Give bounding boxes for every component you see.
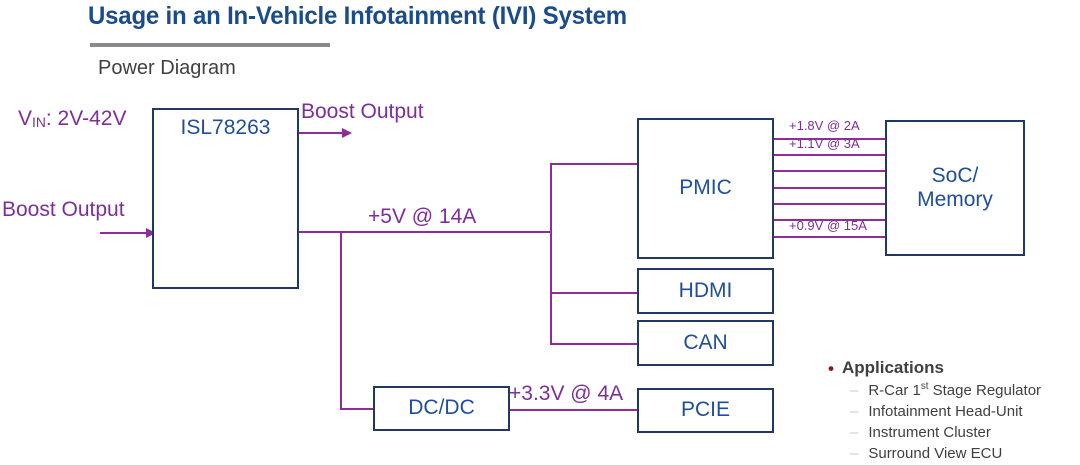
- wire-dcdc-to-pcie: [509, 409, 640, 411]
- applications-heading: • Applications: [828, 358, 1078, 378]
- block-hdmi[interactable]: HDMI: [637, 268, 774, 314]
- label-soc-rail-0v9: +0.9V @ 15A: [789, 218, 867, 233]
- applications-list: • Applications – R-Car 1st Stage Regulat…: [828, 358, 1078, 462]
- block-dcdc[interactable]: DC/DC: [373, 386, 510, 431]
- wire-soc-rail-4: [773, 187, 887, 189]
- wire-soc-rail-7: [773, 236, 887, 238]
- dash-icon: –: [850, 445, 859, 462]
- block-hdmi-label: HDMI: [678, 278, 733, 302]
- dash-icon: –: [850, 424, 859, 441]
- wire-bus-to-pmic: [550, 163, 639, 165]
- label-boost-output-output: Boost Output: [301, 100, 424, 123]
- label-soc-rail-1v8: +1.8V @ 2A: [789, 118, 860, 133]
- wire-5v-main: [298, 231, 552, 233]
- label-vin-subscript: IN: [32, 114, 46, 130]
- block-can-label: CAN: [683, 330, 728, 354]
- label-vin: VIN: 2V-42V: [18, 107, 126, 131]
- applications-item-text: R-Car 1st Stage Regulator: [868, 381, 1042, 399]
- wire-dcdc-input: [340, 408, 375, 410]
- wire-5v-to-dcdc: [340, 231, 342, 409]
- wire-boost-output: [298, 132, 344, 134]
- applications-item: – Surround View ECU: [850, 444, 1078, 462]
- label-vin-value: : 2V-42V: [45, 107, 127, 130]
- label-rail-3v3: +3.3V @ 4A: [509, 382, 624, 405]
- block-pcie[interactable]: PCIE: [637, 388, 774, 433]
- dash-icon: –: [850, 403, 859, 420]
- applications-heading-label: Applications: [841, 358, 944, 377]
- wire-boost-input: [100, 232, 148, 234]
- arrow-boost-input-icon: [146, 228, 156, 238]
- wire-bus-to-hdmi: [550, 292, 639, 294]
- block-pcie-label: PCIE: [680, 398, 730, 422]
- block-pmic-label: PMIC: [679, 176, 732, 200]
- applications-item-text: Instrument Cluster: [868, 424, 991, 441]
- label-boost-output-input: Boost Output: [2, 198, 125, 221]
- block-pmic[interactable]: PMIC: [637, 118, 774, 259]
- block-soc-memory[interactable]: SoC/ Memory: [885, 120, 1025, 256]
- block-isl78263-label: ISL78263: [180, 116, 271, 139]
- block-isl78263[interactable]: ISL78263: [152, 108, 299, 289]
- block-soc-label-line1: SoC/: [931, 163, 979, 187]
- block-dcdc-label: DC/DC: [408, 396, 475, 420]
- wire-soc-rail-1: [773, 138, 887, 140]
- block-can[interactable]: CAN: [637, 320, 774, 366]
- bullet-icon: •: [828, 358, 834, 378]
- title-divider: [90, 43, 330, 47]
- page-subtitle: Power Diagram: [98, 57, 236, 79]
- applications-item-text: Infotainment Head-Unit: [868, 403, 1023, 420]
- applications-item: – R-Car 1st Stage Regulator: [850, 381, 1078, 399]
- block-soc-label-line2: Memory: [917, 188, 993, 211]
- wire-soc-rail-5: [773, 203, 887, 205]
- applications-item-text: Surround View ECU: [868, 445, 1003, 462]
- label-rail-5v: +5V @ 14A: [368, 205, 477, 228]
- wire-soc-rail-3: [773, 170, 887, 172]
- arrow-boost-output-icon: [342, 128, 352, 138]
- wire-bus-to-can: [550, 343, 639, 345]
- dash-icon: –: [850, 382, 859, 399]
- wire-bus-vertical: [550, 163, 552, 344]
- page-title: Usage in an In-Vehicle Infotainment (IVI…: [88, 2, 627, 30]
- label-soc-rail-1v1: +1.1V @ 3A: [789, 136, 860, 151]
- applications-item: – Infotainment Head-Unit: [850, 402, 1078, 420]
- label-vin-prefix: V: [18, 107, 33, 130]
- wire-soc-rail-2: [773, 154, 887, 156]
- wire-soc-rail-6: [773, 219, 887, 221]
- applications-item: – Instrument Cluster: [850, 423, 1078, 441]
